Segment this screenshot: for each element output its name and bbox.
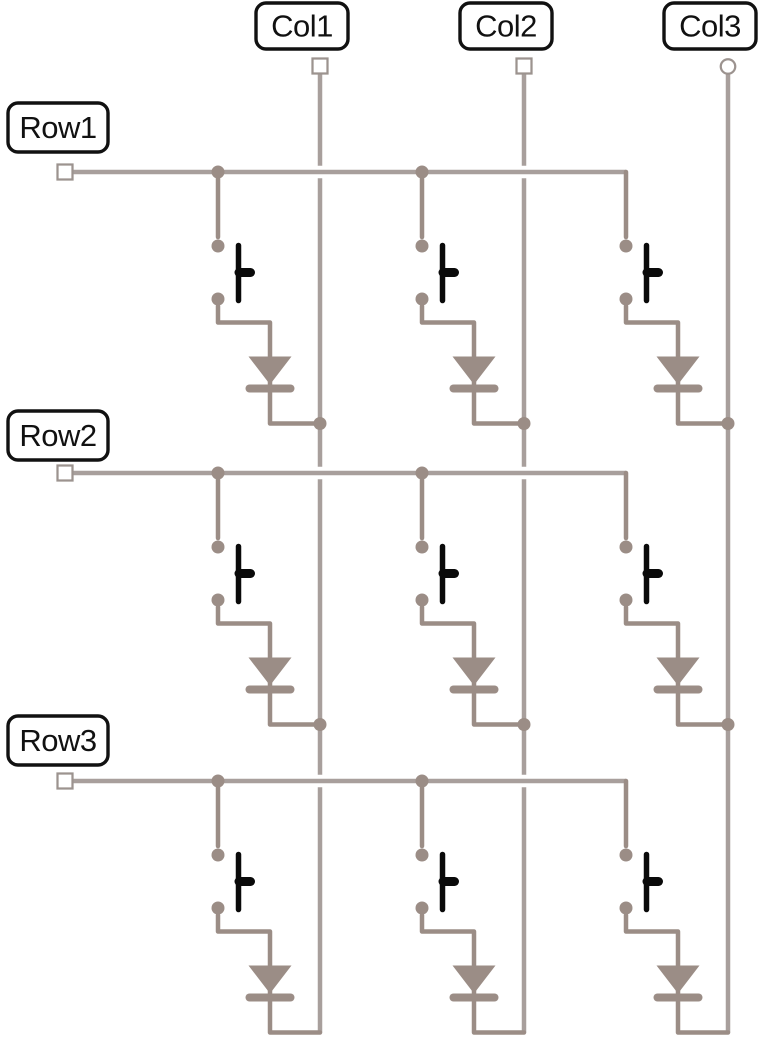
key-cell-r2c2 xyxy=(416,473,525,725)
column-junction-dots xyxy=(313,417,735,731)
terminal-pins xyxy=(56,57,737,790)
key-cell-r1c1 xyxy=(212,172,321,424)
label-col2-box xyxy=(458,1,554,51)
row1-pin xyxy=(56,163,74,181)
col2-pin xyxy=(515,57,533,75)
col3-pin xyxy=(719,58,737,75)
junction-col1-row1 xyxy=(313,417,327,430)
junction-col3-row2 xyxy=(721,718,735,731)
label-row2-text: Row2 xyxy=(19,418,96,453)
key-cell-r3c1 xyxy=(212,781,321,1033)
junction-col2-row2 xyxy=(517,718,531,731)
key-cell-r1c2 xyxy=(416,172,525,424)
label-row3-text: Row3 xyxy=(19,723,96,758)
label-row3: Row3 xyxy=(6,714,110,767)
row3-pin xyxy=(56,772,74,790)
key-cell-r2c3 xyxy=(620,473,729,725)
row-bus-wires xyxy=(73,169,626,784)
label-col1-text: Col1 xyxy=(271,9,333,44)
label-col1: Col1 xyxy=(254,1,350,51)
key-cell-r3c3 xyxy=(620,781,729,1033)
junction-col1-row2 xyxy=(313,718,327,731)
key-cell-r1c3 xyxy=(620,172,729,424)
column-bus-wires xyxy=(317,74,731,1033)
label-col1-box xyxy=(254,1,350,51)
col1-pin xyxy=(311,57,329,75)
key-cells xyxy=(212,172,729,1033)
label-row2: Row2 xyxy=(6,409,110,462)
row2-pin xyxy=(56,464,74,482)
label-row2-box xyxy=(6,409,110,462)
key-cell-r2c1 xyxy=(212,473,321,725)
label-row3-box xyxy=(6,714,110,767)
label-col3-box xyxy=(662,1,758,51)
label-row1: Row1 xyxy=(6,101,110,154)
label-row1-box xyxy=(6,101,110,154)
label-row1-text: Row1 xyxy=(19,110,96,145)
label-col2: Col2 xyxy=(458,1,554,51)
junction-col2-row1 xyxy=(517,417,531,430)
net-labels: Col1 Col2 Col3 Row1 Row2 Row3 xyxy=(6,1,758,767)
label-col2-text: Col2 xyxy=(475,9,537,44)
key-cell-r3c2 xyxy=(416,781,525,1033)
label-col3: Col3 xyxy=(662,1,758,51)
junction-col3-row1 xyxy=(721,417,735,430)
label-col3-text: Col3 xyxy=(679,9,741,44)
